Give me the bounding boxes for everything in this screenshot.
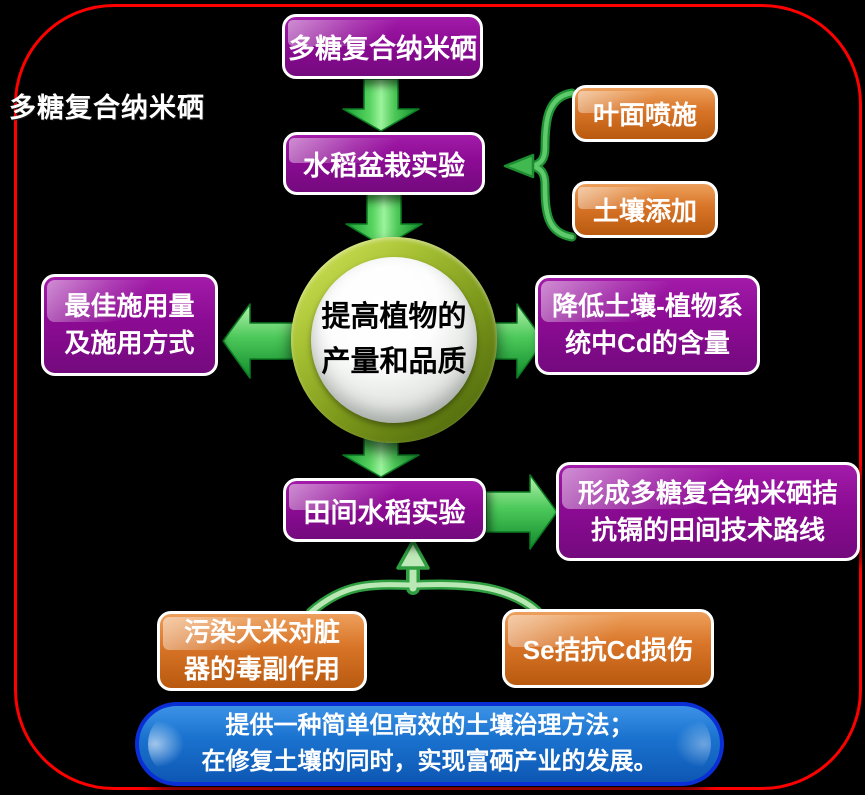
node-se-antagonism: Se拮抗Cd损伤 bbox=[502, 609, 714, 688]
brace-evidence-arrowhead bbox=[396, 539, 430, 570]
node-technical-route-line2: 抗镉的田间技术路线 bbox=[590, 514, 825, 545]
brace-evidence-right-highlight bbox=[411, 582, 540, 614]
conclusion-banner: 提供一种简单但高效的土壤治理方法； 在修复土壤的同时，实现富硒产业的发展。 bbox=[135, 702, 724, 786]
goal-sphere: 提高植物的 产量和品质 bbox=[311, 257, 477, 423]
node-field-experiment-label: 田间水稻实验 bbox=[303, 497, 466, 528]
node-pot-experiment: 水稻盆栽实验 bbox=[283, 132, 485, 195]
node-soil-addition-label: 土壤添加 bbox=[592, 196, 697, 226]
node-nano-selenium: 多糖复合纳米硒 bbox=[282, 14, 483, 79]
node-rice-toxicity: 污染大米对脏 器的毒副作用 bbox=[157, 611, 367, 691]
conclusion-line1: 提供一种简单但高效的土壤治理方法； bbox=[225, 712, 634, 739]
node-technical-route-line1: 形成多糖复合纳米硒拮 bbox=[577, 477, 838, 508]
node-soil-addition: 土壤添加 bbox=[572, 181, 718, 238]
node-se-antagonism-label: Se拮抗Cd损伤 bbox=[522, 635, 694, 665]
arrow-down-pot-to-goal bbox=[345, 192, 423, 248]
goal-line1: 提高植物的 bbox=[321, 301, 467, 333]
watermark-title: 多糖复合纳米硒 bbox=[9, 93, 205, 123]
node-pot-experiment-label: 水稻盆栽实验 bbox=[303, 151, 465, 181]
arrow-down-nano-to-pot bbox=[342, 78, 420, 132]
node-cd-reduction: 降低土壤-植物系 统中Cd的含量 bbox=[535, 275, 760, 375]
arrow-right-field-to-route bbox=[485, 474, 558, 550]
node-field-experiment: 田间水稻实验 bbox=[283, 478, 486, 542]
goal-line2: 产量和品质 bbox=[321, 346, 467, 378]
node-optimal-dosage-line1: 最佳施用量 bbox=[64, 291, 195, 321]
node-optimal-dosage-line2: 及施用方式 bbox=[64, 328, 195, 358]
goal-sphere-ring: 提高植物的 产量和品质 bbox=[291, 237, 497, 443]
brace-methods-arrowhead bbox=[503, 153, 535, 179]
arrow-left-goal-to-dosage bbox=[222, 303, 300, 379]
node-rice-toxicity-line2: 器的毒副作用 bbox=[183, 654, 340, 684]
node-cd-reduction-line1: 降低土壤-植物系 bbox=[552, 291, 743, 321]
node-technical-route: 形成多糖复合纳米硒拮 抗镉的田间技术路线 bbox=[556, 462, 860, 561]
node-cd-reduction-line2: 统中Cd的含量 bbox=[565, 328, 730, 358]
node-foliar-spray: 叶面喷施 bbox=[572, 85, 718, 142]
node-foliar-spray-label: 叶面喷施 bbox=[592, 100, 697, 130]
node-rice-toxicity-line1: 污染大米对脏 bbox=[183, 617, 340, 647]
brace-evidence-left-highlight bbox=[308, 582, 415, 615]
node-nano-selenium-label: 多糖复合纳米硒 bbox=[288, 34, 477, 64]
conclusion-line2: 在修复土壤的同时，实现富硒产业的发展。 bbox=[201, 748, 658, 775]
node-optimal-dosage: 最佳施用量 及施用方式 bbox=[41, 274, 218, 376]
